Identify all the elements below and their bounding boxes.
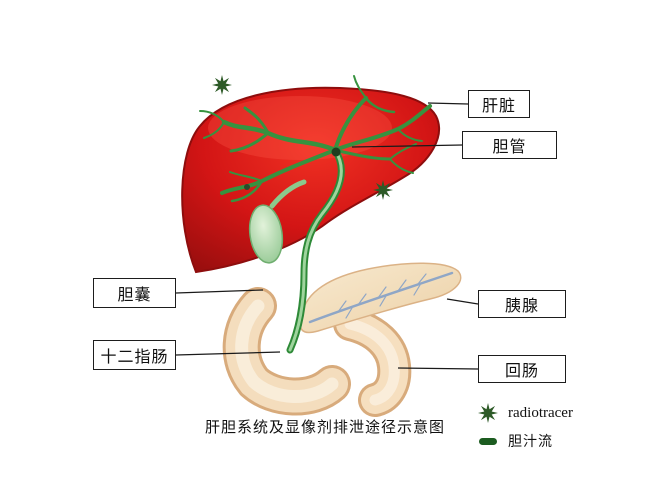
ileum-illustration xyxy=(333,307,412,417)
legend-row-radiotracer: radiotracer xyxy=(476,400,646,426)
legend-radiotracer-star-icon xyxy=(478,403,498,423)
label-pancreas: 胰腺 xyxy=(478,290,566,318)
pancreatic-duct xyxy=(308,271,454,324)
label-bile-duct: 胆管 xyxy=(462,131,557,159)
duodenum-illustration xyxy=(222,287,351,416)
connector-line-ileum xyxy=(397,367,479,370)
diagram-caption: 肝胆系统及显像剂排泄途径示意图 xyxy=(204,419,445,436)
legend: radiotracer 胆汁流 xyxy=(476,400,646,454)
gallbladder-illustration xyxy=(248,179,307,264)
radiotracer-star-icon xyxy=(212,75,232,95)
legend-bile-label: 胆汁流 xyxy=(508,433,553,449)
liver-illustration xyxy=(181,86,441,274)
label-duodenum: 十二指肠 xyxy=(93,340,176,370)
label-gallbladder: 胆囊 xyxy=(93,278,176,308)
legend-bile-capsule-icon xyxy=(479,438,497,445)
legend-row-bile: 胆汁流 xyxy=(476,428,646,454)
radiotracer-star-icon xyxy=(373,180,393,200)
connector-line-gallbladder xyxy=(175,289,264,294)
connector-line-duodenum xyxy=(175,351,281,356)
bile-duct-tree xyxy=(199,75,432,354)
connector-line-liver xyxy=(427,102,469,105)
connector-lines xyxy=(175,102,479,370)
connector-line-bile-duct xyxy=(351,144,463,148)
label-liver: 肝脏 xyxy=(468,90,530,118)
legend-radiotracer-label: radiotracer xyxy=(508,404,573,421)
label-ileum: 回肠 xyxy=(478,355,566,383)
connector-line-pancreas xyxy=(446,298,479,305)
